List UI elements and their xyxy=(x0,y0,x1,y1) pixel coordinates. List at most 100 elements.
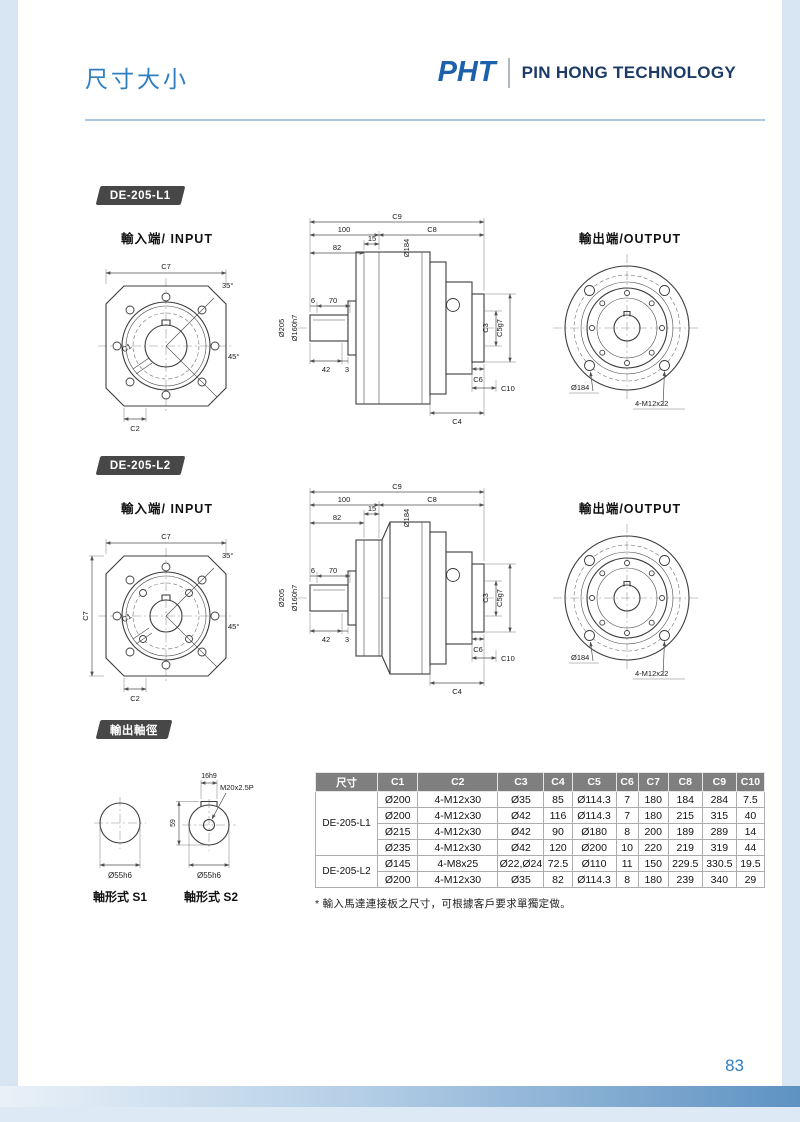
dim-c9: C9 xyxy=(392,212,402,221)
dim-angle-45: 45° xyxy=(228,352,239,361)
table-cell: 215 xyxy=(667,807,703,824)
model-cell: DE-205-L1 xyxy=(314,791,379,856)
dim-c8: C8 xyxy=(427,495,437,504)
dim-c4: C4 xyxy=(452,417,462,426)
column-header: C2 xyxy=(417,772,499,792)
dim-c2: C2 xyxy=(130,424,140,433)
dim-s2-key: 16h9 xyxy=(201,773,217,780)
table-cell: 116 xyxy=(543,807,573,824)
brand-block: PHT PIN HONG TECHNOLOGY xyxy=(438,56,736,89)
footer-pad xyxy=(0,1107,800,1122)
table-cell: 239 xyxy=(667,871,703,888)
table-cell: 189 xyxy=(667,823,703,840)
dim-d205: Ø205 xyxy=(277,319,286,337)
table-cell: 44 xyxy=(735,839,766,856)
table-cell: Ø35 xyxy=(497,871,545,888)
table-cell: 90 xyxy=(543,823,573,840)
page-title: 尺寸大小 xyxy=(85,66,189,92)
dim-d205: Ø205 xyxy=(277,589,286,607)
shaft-s1-drawing: Ø55h6 xyxy=(94,797,146,880)
column-header: C6 xyxy=(615,772,639,792)
table-cell: Ø215 xyxy=(377,823,419,840)
table-cell: 7.5 xyxy=(735,791,766,808)
l2-side-drawing: Ø205 Ø160h7 C9 100 C8 15 82 Ø184 6 70 42… xyxy=(277,482,516,696)
dim-100: 100 xyxy=(338,495,351,504)
dim-d184: Ø184 xyxy=(402,239,411,257)
shaft-s1-label: 軸形式 S1 xyxy=(92,890,147,904)
table-cell: Ø42 xyxy=(497,823,545,840)
table-cell: 200 xyxy=(637,823,669,840)
dim-s2-59: 59 xyxy=(170,819,177,827)
dim-70: 70 xyxy=(329,566,337,575)
model-badge-l1: DE-205-L1 xyxy=(95,186,186,205)
column-header: C5 xyxy=(571,772,617,792)
dim-6: 6 xyxy=(311,296,315,305)
left-edge-strip xyxy=(0,0,18,1122)
table-cell: 82 xyxy=(543,871,573,888)
table-note: * 輸入馬達連接板之尺寸，可根據客戶要求單獨定做。 xyxy=(315,898,572,910)
dim-c1: C1 xyxy=(120,342,133,355)
table-cell: 120 xyxy=(543,839,573,856)
dim-s2-diameter: Ø55h6 xyxy=(197,871,222,880)
dim-70: 70 xyxy=(329,296,337,305)
table-cell: 319 xyxy=(701,839,737,856)
dim-s2-tap: M20x2.5P xyxy=(220,783,254,792)
dim-c5g7: C5g7 xyxy=(495,319,504,337)
table-cell: 40 xyxy=(735,807,766,824)
table-cell: Ø200 xyxy=(571,839,617,856)
table-cell: 184 xyxy=(667,791,703,808)
dim-angle-35: 35° xyxy=(222,281,233,290)
l1-output-drawing: Ø184 4-M12x22 xyxy=(553,254,701,410)
table-cell: 4-M8x25 xyxy=(417,855,499,872)
table-cell: 19.5 xyxy=(735,855,766,872)
table-cell: 330.5 xyxy=(701,855,737,872)
shaft-badge: 輸出軸徑 xyxy=(95,720,173,739)
dim-bolts: 4-M12x22 xyxy=(635,399,668,408)
dim-c5g7: C5g7 xyxy=(495,589,504,607)
column-header: C9 xyxy=(701,772,737,792)
l2-output-drawing: Ø184 4-M12x22 xyxy=(553,524,701,680)
l1-input-label: 輸入端/ INPUT xyxy=(121,232,213,246)
l1-side-drawing: Ø205 Ø160h7 C9 100 C8 15 82 Ø184 6 70 42… xyxy=(277,212,516,426)
dim-100: 100 xyxy=(338,225,351,234)
right-edge-strip xyxy=(782,0,800,1122)
l2-output-label: 輸出端/OUTPUT xyxy=(578,502,682,516)
column-header: C3 xyxy=(497,772,545,792)
shaft-s2-label: 軸形式 S2 xyxy=(183,890,238,904)
dim-c9: C9 xyxy=(392,482,402,491)
dim-d184-output: Ø184 xyxy=(571,653,589,662)
table-cell: 85 xyxy=(543,791,573,808)
dim-d160h7: Ø160h7 xyxy=(290,585,299,612)
column-header: 尺寸 xyxy=(314,772,379,792)
dim-d184: Ø184 xyxy=(402,509,411,527)
dim-s1-diameter: Ø55h6 xyxy=(108,871,133,880)
shaft-s2-drawing: 16h9 59 M20x2.5P Ø55h6 xyxy=(170,773,254,880)
dim-42: 42 xyxy=(322,365,330,374)
column-header: C1 xyxy=(377,772,419,792)
l2-input-drawing: C7 C7 C2 35° 45° C1 xyxy=(81,532,239,703)
dim-angle-35: 35° xyxy=(222,551,233,560)
model-cell: DE-205-L2 xyxy=(314,855,379,888)
dim-82: 82 xyxy=(333,243,341,252)
table-cell: 29 xyxy=(735,871,766,888)
dim-c4: C4 xyxy=(452,687,462,696)
dim-c6: C6 xyxy=(473,375,483,384)
table-cell: 8 xyxy=(615,823,639,840)
header-rule xyxy=(85,119,765,121)
footer-bar xyxy=(0,1086,800,1107)
table-cell: 219 xyxy=(667,839,703,856)
table-cell: Ø114.3 xyxy=(571,807,617,824)
column-header: C10 xyxy=(735,772,766,792)
table-cell: 315 xyxy=(701,807,737,824)
dim-c2: C2 xyxy=(130,694,140,703)
table-cell: 4-M12x30 xyxy=(417,839,499,856)
dim-15: 15 xyxy=(368,234,376,243)
